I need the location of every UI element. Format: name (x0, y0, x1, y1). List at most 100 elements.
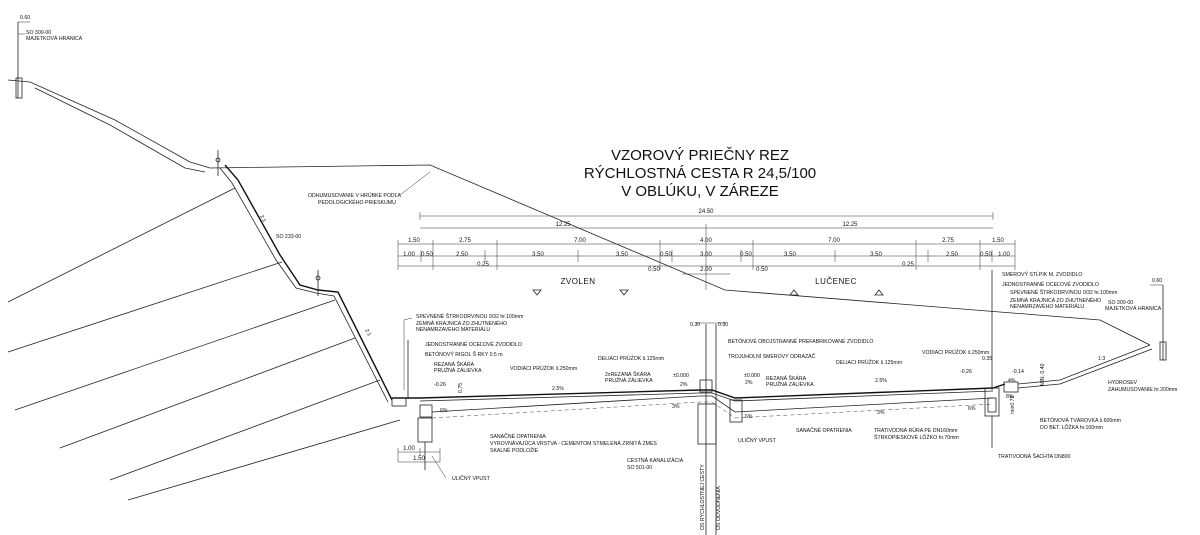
dim-left-bottom-150: 1.50 (413, 456, 425, 462)
right-slope: 1:3 0.60 SO 300-00 MAJETKOVÁ HRANICA (1017, 278, 1167, 389)
dim-025-left: 0.25 (477, 262, 489, 268)
dim-r3-8: 3.50 (784, 252, 796, 258)
dim-half-right: 12.25 (842, 222, 858, 228)
dim-r3-12: 1.00 (998, 252, 1010, 258)
right-callouts: SMEROVÝ STĹPIK M. ZVODIDLO JEDNOSTRANNÉ … (1002, 271, 1177, 431)
dim-left-075: 0.75 (458, 383, 464, 393)
label-smerovy: SMEROVÝ STĹPIK M. ZVODIDLO (1002, 271, 1082, 278)
label-deliaci-right: DELIACI PRÚŽOK š.125mm (836, 358, 902, 366)
dim-right-014: -0.14 (1012, 369, 1024, 375)
dim-right-026: -0.26 (960, 369, 972, 375)
slope-sub-edge: 6% (968, 406, 976, 412)
label-spevnene-right: SPEVNENÉ ŠTRKODRVINOU 0/32 hr.100mm (1010, 289, 1117, 296)
dim-r3-9: 3.50 (870, 252, 882, 258)
slope-lower: 2:1 (363, 328, 372, 337)
roadway: 1.00 1.50 (391, 270, 1019, 535)
dim-median-030-b: 0.30 (718, 322, 728, 328)
label-skalne: SKALNÉ PODLOŽIE (490, 446, 539, 454)
dim-r3-10: 2.50 (946, 252, 958, 258)
label-jednostranne-right: JEDNOSTRANNÉ OCEĽOVÉ ZVODIDLO (1002, 281, 1099, 288)
arrow-up-icon (874, 289, 884, 296)
dim-left-026: -0.26 (434, 382, 446, 388)
label-rezana-mid-2: PRUŽNÁ ZÁLIEVKA (766, 380, 814, 388)
dim-r3-4: 3.50 (616, 252, 628, 258)
dim-total: 24.50 (698, 209, 714, 215)
dim-r3-0: 1.00 (403, 252, 415, 258)
slope-right: 1:3 (1098, 356, 1105, 362)
dim-r3-11: 0.50 (980, 252, 992, 258)
direction-right: LUČENEC (789, 277, 884, 296)
slope-deck-right-2: 2.5% (875, 378, 887, 384)
left-so-name: MAJETKOVÁ HRANICA (26, 35, 83, 42)
right-so-code: SO 300-00 (1108, 300, 1133, 306)
slope-deck-left-1: 2.5% (552, 386, 564, 392)
label-2x-rezana-1: 2xREZANÁ ŠKÁRA (605, 371, 651, 378)
humus-label-1: ODHUMUSOVANIE V HRÚBKE PODĽA (308, 192, 402, 199)
dim-r2-6: 1.50 (992, 238, 1004, 244)
label-trativodna-sachta: TRATIVODNÁ ŠACHTA DN800 (998, 453, 1071, 460)
dim-r3-3: 3.50 (532, 252, 544, 258)
label-betonove-obojstranne: BETÓNOVÉ OBOJSTRANNÉ PREFABRIKOVANÉ ZVOD… (728, 338, 873, 345)
arrow-up-icon (789, 289, 799, 296)
left-property-boundary: 0.60 SO 300-00 MAJETKOVÁ HRANICA (15, 15, 83, 99)
label-vodiaci-left: VODIACI PRÚŽOK š.250mm (510, 364, 577, 372)
label-vodiaci-right: VODIACI PRÚŽOK š.250mm (922, 348, 989, 356)
slope-sub-mid-left: 3% (672, 404, 680, 410)
label-os-rychlostnej: OS RÝCHLOSTNEJ CESTY (699, 464, 706, 530)
elev-center: ±0.000 (744, 373, 760, 379)
dim-left-bottom-100: 1.00 (403, 446, 415, 452)
label-ulicny-left: ULIČNÝ VPUST (452, 475, 491, 482)
humus-label-2: PEDOLOGICKÉHO PRIESKUMU (318, 199, 396, 206)
label-rezana-2: PRUŽNÁ ZÁLIEVKA (434, 366, 482, 374)
dim-r3-2: 2.50 (456, 252, 468, 258)
direction-left-label: ZVOLEN (560, 277, 595, 286)
berm-post-lower (315, 270, 321, 296)
dim-r3-7: 0.50 (740, 252, 752, 258)
dim-r3-1: 0.50 (421, 252, 433, 258)
slope-sub-mid-right: 6% (745, 414, 753, 420)
label-spevnene: SPEVNENÉ ŠTRKODRVINOU 0/32 hr.100mm (416, 313, 523, 320)
dim-median-200: 2.00 (700, 267, 712, 273)
dim-r2-5: 2.75 (942, 238, 954, 244)
left-top-elevation: 0.60 (20, 15, 30, 21)
slope-sub-left: 6% (440, 408, 448, 414)
left-so-code: SO 300-00 (26, 30, 51, 36)
label-rezana-1: REZANÁ ŠKÁRA (434, 361, 475, 368)
dim-r2-3: 4.00 (700, 238, 712, 244)
dim-r3-5: 0.50 (660, 252, 672, 258)
dim-050-a: 0.50 (648, 267, 660, 273)
label-cestna-1: CESTNÁ KANALIZÁCIA (627, 457, 684, 464)
slope-upper: 2:1 (258, 214, 267, 223)
dimension-chain: 24.50 12.25 12.25 1.50 2.75 7.00 4.00 7.… (397, 209, 1016, 290)
label-zemna-2: NENAMRZAVÉHO MATERIÁLU (416, 326, 490, 333)
left-callouts: SPEVNENÉ ŠTRKODRVINOU 0/32 hr.100mm ZEMN… (403, 313, 664, 390)
dim-r2-4: 7.00 (828, 238, 840, 244)
drawing-title: VZOROVÝ PRIEČNY REZ RÝCHLOSTNÁ CESTA R 2… (584, 147, 816, 200)
label-zemna-1: ZEMNÁ KRAJNICA ZO ZHUTNENÉHO (416, 320, 507, 327)
dim-050-b: 0.50 (756, 267, 768, 273)
so233-label: SO 233-00 (276, 234, 301, 240)
bottom-callouts: SANAČNÉ OPATRENIA VYROVNÁVAJÚCA VRSTVA -… (431, 427, 1071, 530)
label-hydroosev-2: ZAHUMUSOVANIE hr.200mm (1108, 387, 1177, 393)
label-trativodna-rura-2: ŠTRKOPIESKOVÉ LÔŽKO hr.70mm (874, 433, 959, 441)
dim-r3-6: 3.00 (700, 252, 712, 258)
label-sanacne-right: SANAČNÉ OPATRENIA (796, 427, 852, 434)
slope-right-edge-4: 4% (1008, 378, 1016, 384)
slope-deck-left-2: 2% (680, 382, 688, 388)
slope-right-edge-8: 8% (1006, 394, 1014, 400)
slope-sub-right: 3% (877, 410, 885, 416)
label-cestna-2: SO 501-00 (627, 465, 652, 471)
label-os-odvodnenia: OS ODVODNENIA (716, 486, 722, 530)
label-tvarovka-1: BETÓNOVÁ TVÁROVKA š.600mm (1040, 417, 1121, 424)
dim-r2-1: 2.75 (459, 238, 471, 244)
terrain (7, 79, 1151, 501)
label-zemna-right-2: NENAMRZAVÉHO MATERIÁLU (1010, 303, 1084, 310)
label-jednostranne: JEDNOSTRANNÉ OCEĽOVÉ ZVODIDLO (425, 341, 522, 348)
direction-right-label: LUČENEC (815, 277, 857, 286)
label-sanacne-left: SANAČNÉ OPATRENIA (490, 433, 546, 440)
label-deliaci-left: DELIACI PRÚŽOK š.125mm (598, 354, 664, 362)
right-top-elevation: 0.60 (1152, 278, 1162, 284)
arrow-down-icon (619, 289, 629, 296)
median-callouts: BETÓNOVÉ OBOJSTRANNÉ PREFABRIKOVANÉ ZVOD… (728, 338, 989, 388)
